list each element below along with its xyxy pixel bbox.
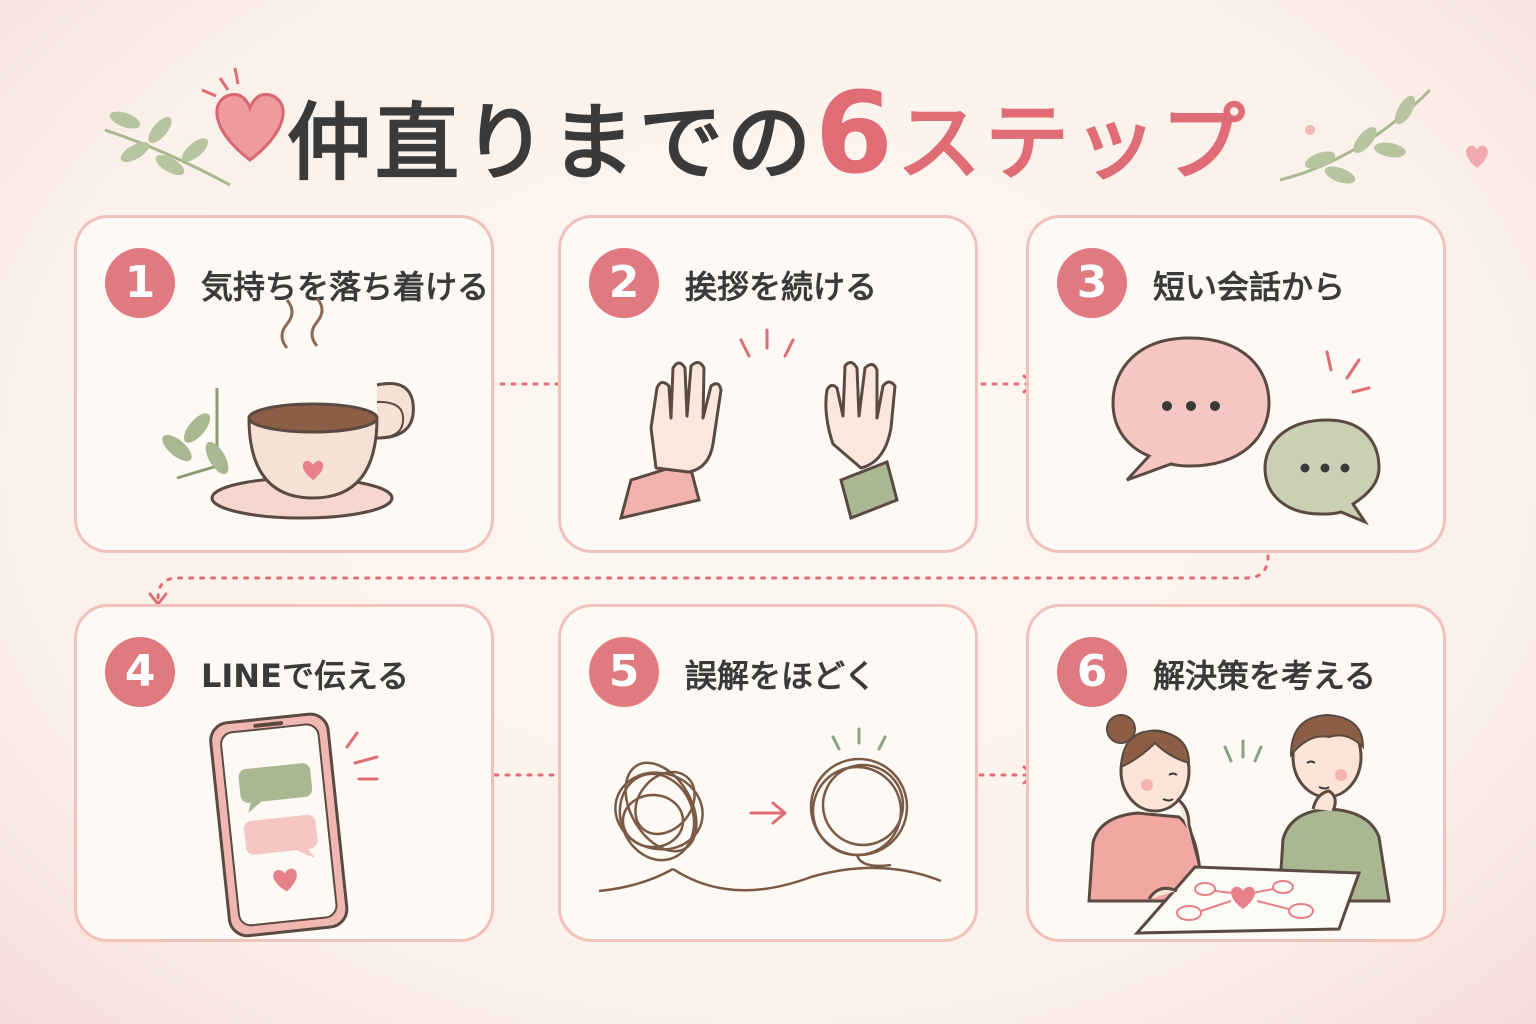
- page-title: 仲直りまでの6ステップ: [0, 78, 1536, 190]
- step-card-5: 5 誤解をほどく: [558, 604, 978, 942]
- couple-discussing-icon: [1087, 713, 1391, 935]
- step-label: 誤解をほどく: [685, 657, 877, 695]
- step-card-6: 6 解決策を考える: [1026, 604, 1446, 942]
- step-number-badge: 5: [589, 637, 659, 707]
- step-number-badge: 2: [589, 248, 659, 318]
- coffee-cup-icon: [162, 297, 415, 520]
- step-number-badge: 6: [1057, 637, 1127, 707]
- step-card-1: 1 気持ちを落ち着ける: [74, 215, 494, 553]
- step-label: 解決策を考える: [1153, 657, 1377, 695]
- small-heart-icon: [1466, 145, 1488, 168]
- right-leaf-sprig-icon: [1280, 88, 1432, 184]
- title-number: 6: [815, 69, 897, 199]
- waving-hands-icon: [618, 328, 899, 521]
- smartphone-icon: [209, 712, 379, 938]
- left-leaf-sprig-icon: [104, 111, 231, 187]
- step-label: 挨拶を続ける: [685, 268, 878, 306]
- step-number-badge: 1: [105, 248, 175, 318]
- step-label: 気持ちを落ち着ける: [201, 268, 490, 306]
- title-main: 仲直りまでの: [287, 94, 816, 192]
- title-heart-icon: [201, 67, 285, 162]
- step-number-badge: 4: [105, 637, 175, 707]
- step-card-4: 4 LINEで伝える: [74, 604, 494, 942]
- step-card-3: 3 短い会話から: [1026, 215, 1446, 553]
- step-number-badge: 3: [1057, 248, 1127, 318]
- untangled-thread-icon: [598, 727, 942, 893]
- title-suffix: ステップ: [896, 94, 1249, 192]
- step-card-2: 2 挨拶を続ける: [558, 215, 978, 553]
- speech-bubbles-icon: [1111, 336, 1381, 526]
- step-label: LINEで伝える: [201, 657, 409, 695]
- step-label: 短い会話から: [1153, 268, 1346, 306]
